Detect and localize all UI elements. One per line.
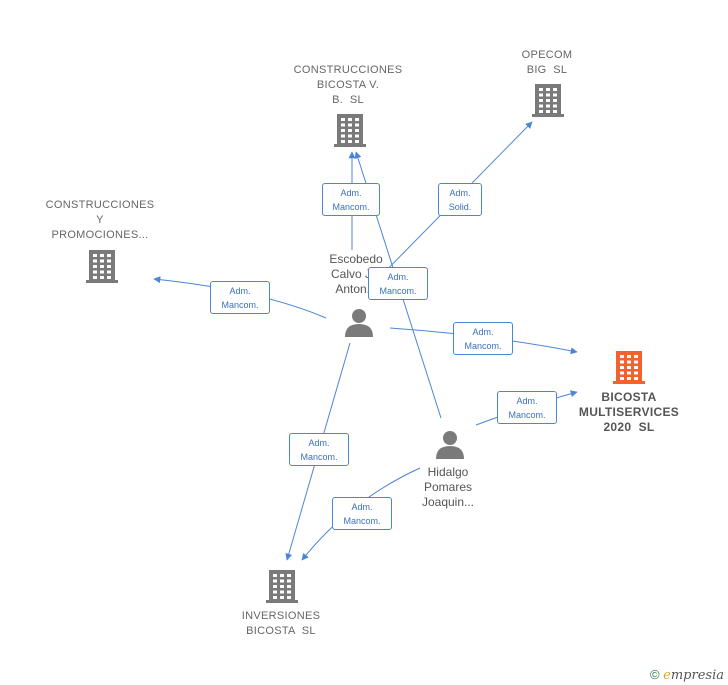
label-line: CONSTRUCCIONES [45,199,155,211]
label-line: Pomares [423,480,473,494]
label-line: B. SL [332,94,364,106]
icons [86,84,645,603]
copyright-icon: © [649,667,660,682]
label-line: PROMOCIONES... [51,229,149,241]
edge-role-type: Mancom. [508,410,546,420]
building-icon-construcciones-bicosta[interactable] [334,114,366,147]
edge-role: Adm. [351,502,373,512]
company-label-opecom[interactable]: OPECOM BIG SL [497,48,597,78]
edge-role-type: Mancom. [464,341,502,351]
building-icon-inversiones[interactable] [266,570,298,603]
edge-label-escobedo-bicosta-multiservices[interactable]: Adm. Mancom. [453,322,513,355]
edge-role-type: Mancom. [343,516,381,526]
edge-role: Adm. [449,188,471,198]
edge-label-hidalgo-construcciones-bicosta[interactable]: Adm. Mancom. [368,267,428,300]
edge-label-escobedo-construcciones-promociones[interactable]: Adm. Mancom. [210,281,270,314]
edge-role: Adm. [340,188,362,198]
label-line: BICOSTA [601,390,657,404]
label-line: Joaquin... [421,495,475,509]
label-line: Escobedo [329,252,383,266]
label-line: Y [96,214,104,226]
company-label-construcciones-bicosta[interactable]: CONSTRUCCIONES BICOSTA V. B. SL [278,63,418,108]
label-line: 2020 SL [603,420,655,434]
person-label-hidalgo[interactable]: Hidalgo Pomares Joaquin... [398,465,498,510]
edge-role-type: Solid. [448,202,472,212]
label-line: Anton... [335,282,377,296]
building-icon-bicosta-multiservices[interactable] [613,351,645,384]
label-line: INVERSIONES [241,610,321,622]
edge-role: Adm. [516,396,538,406]
label-line: OPECOM [521,49,573,61]
label-line: CONSTRUCCIONES [293,64,403,76]
company-label-inversiones[interactable]: INVERSIONES BICOSTA SL [221,609,341,639]
label-line: BICOSTA SL [246,625,316,637]
empresia-logo-text: mpresia [670,668,724,683]
label-line: BICOSTA V. [316,79,380,91]
edge-role: Adm. [387,272,409,282]
label-line: BIG SL [526,64,568,76]
copyright-notice: © empresia [650,667,724,683]
company-label-bicosta-multiservices[interactable]: BICOSTA MULTISERVICES 2020 SL [568,390,690,435]
edge-role-type: Mancom. [300,452,338,462]
building-icon-opecom[interactable] [532,84,564,117]
edge-role: Adm. [308,438,330,448]
edge-label-escobedo-opecom[interactable]: Adm. Solid. [438,183,482,216]
edge-role: Adm. [472,327,494,337]
empresia-logo-initial: e [663,668,671,683]
edge-role-type: Mancom. [221,300,259,310]
label-line: Hidalgo [427,465,469,479]
person-icon-escobedo[interactable] [345,309,373,337]
edge-label-hidalgo-bicosta-multiservices[interactable]: Adm. Mancom. [497,391,557,424]
edge-role: Adm. [229,286,251,296]
label-line: MULTISERVICES [578,405,680,419]
building-icon-construcciones-promociones[interactable] [86,250,118,283]
edge-label-hidalgo-inversiones[interactable]: Adm. Mancom. [332,497,392,530]
edge-role-type: Mancom. [379,286,417,296]
edge-label-escobedo-construcciones-bicosta[interactable]: Adm. Mancom. [322,183,380,216]
edge-role-type: Mancom. [332,202,370,212]
company-label-construcciones-promociones[interactable]: CONSTRUCCIONES Y PROMOCIONES... [30,198,170,243]
edge-label-escobedo-inversiones[interactable]: Adm. Mancom. [289,433,349,466]
person-icon-hidalgo[interactable] [436,431,464,459]
